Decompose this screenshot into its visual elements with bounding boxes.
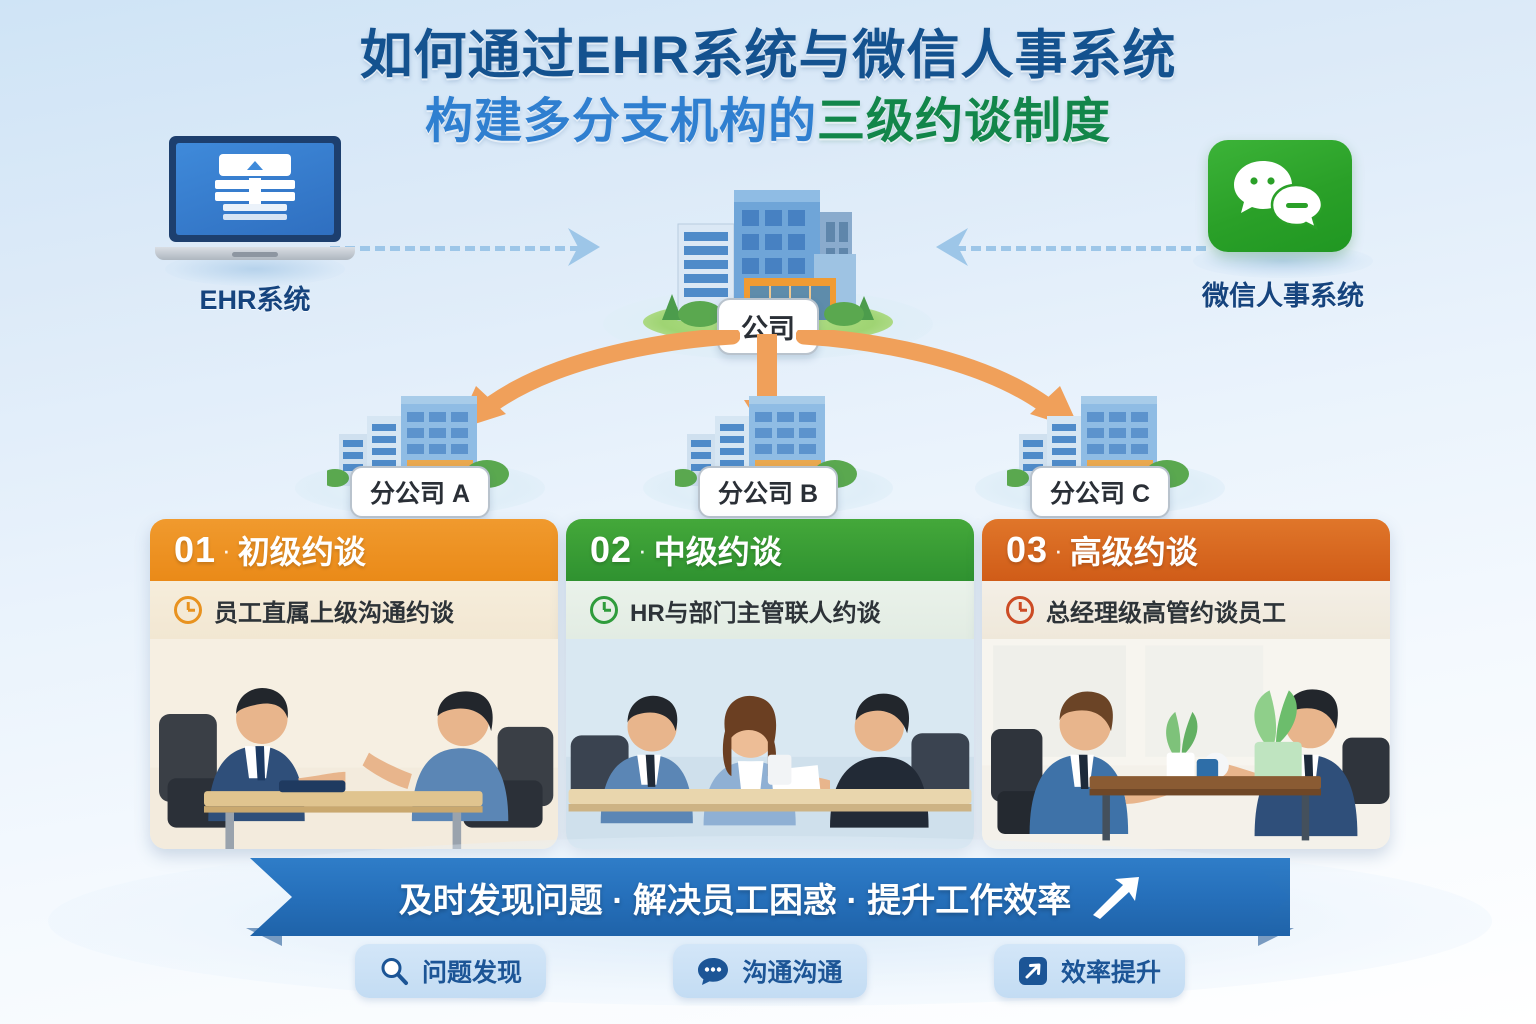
card-03-number: 03	[1006, 529, 1049, 570]
company-node[interactable]: 公司	[598, 176, 938, 366]
chat-bubbles-icon	[1234, 161, 1324, 231]
card-01-subtitle-row: 员工直属上级沟通约谈	[150, 581, 558, 639]
branch-a-label: 分公司 A	[349, 466, 491, 518]
chip-communication[interactable]: 沟通沟通	[673, 944, 867, 998]
source-node-ehr[interactable]: EHR系统	[130, 136, 380, 317]
branch-node-b[interactable]: 分公司 B	[633, 380, 903, 530]
clock-icon	[174, 596, 202, 624]
card-03-subtitle-row: 总经理级高管约谈员工	[982, 581, 1390, 639]
chat-bubble-icon	[698, 958, 729, 985]
branch-node-c[interactable]: 分公司 C	[965, 380, 1235, 530]
title-line-1: 如何通过EHR系统与微信人事系统	[359, 26, 1177, 85]
chip-problem-discovery[interactable]: 问题发现	[355, 944, 547, 998]
feature-chips: 问题发现 沟通沟通 效率提升	[355, 944, 1185, 998]
card-02-number: 02	[590, 529, 633, 570]
tier-card-03[interactable]: 03 · 高级约谈 总经理级高管约谈员工	[982, 519, 1390, 849]
ehr-label: EHR系统	[199, 285, 311, 315]
card-02-separator: ·	[638, 534, 647, 565]
card-03-subtitle: 总经理级高管约谈员工	[1046, 599, 1286, 627]
connector-arrow-left-icon	[936, 228, 968, 266]
card-03-separator: ·	[1054, 534, 1063, 565]
ribbon-label: 及时发现问题 · 解决员工困惑 · 提升工作效率	[398, 881, 1072, 920]
card-02-subtitle-row: HR与部门主管联人约谈	[566, 581, 974, 639]
tier-cards-container: 01 · 初级约谈 员工直属上级沟通约谈	[150, 519, 1390, 849]
wechat-icon	[1208, 140, 1358, 262]
trend-up-arrow-icon	[1093, 877, 1140, 919]
source-node-wechat[interactable]: 微信人事系统	[1158, 140, 1408, 313]
laptop-screen	[169, 136, 341, 242]
arrow-up-right-icon	[1018, 957, 1047, 985]
search-icon	[381, 958, 408, 985]
branch-c-label: 分公司 C	[1029, 466, 1171, 518]
title-line-2-blue: 构建多分支机构的	[424, 94, 817, 148]
laptop-trackpad	[232, 252, 278, 257]
card-01-subtitle: 员工直属上级沟通约谈	[214, 599, 454, 627]
three-people-meeting-illustration	[566, 639, 974, 849]
two-people-interview-illustration	[150, 639, 558, 849]
card-01-separator: ·	[222, 534, 231, 565]
chip-problem-discovery-label: 问题发现	[422, 959, 523, 987]
connector-ehr-to-company	[330, 246, 580, 251]
card-01-number: 01	[174, 529, 217, 570]
connector-wechat-to-company	[956, 246, 1206, 251]
title-line-2-green: 三级约谈制度	[817, 94, 1112, 148]
branch-b-label: 分公司 B	[697, 466, 839, 518]
connector-arrow-right-icon	[568, 228, 600, 266]
title-line-2: 构建多分支机构的三级约谈制度	[0, 91, 1536, 153]
card-01-title: 初级约谈	[237, 534, 366, 570]
card-03-header: 03 · 高级约谈	[982, 519, 1390, 581]
laptop-icon	[155, 136, 355, 266]
two-men-office-illustration	[982, 639, 1390, 849]
laptop-screen-inner	[176, 143, 334, 235]
card-02-title: 中级约谈	[653, 534, 782, 570]
chip-efficiency[interactable]: 效率提升	[993, 944, 1185, 998]
branch-node-a[interactable]: 分公司 A	[285, 380, 555, 530]
chip-communication-label: 沟通沟通	[742, 959, 843, 987]
summary-ribbon: 及时发现问题 · 解决员工困惑 · 提升工作效率	[246, 858, 1294, 946]
card-02-header: 02 · 中级约谈	[566, 519, 974, 581]
wechat-label: 微信人事系统	[1202, 281, 1364, 311]
card-03-title: 高级约谈	[1069, 534, 1198, 570]
tier-card-02[interactable]: 02 · 中级约谈 HR与部门主管联人约谈	[566, 519, 974, 849]
tier-card-01[interactable]: 01 · 初级约谈 员工直属上级沟通约谈	[150, 519, 558, 849]
clock-icon	[590, 596, 618, 624]
wechat-tile	[1208, 140, 1352, 252]
employee-record-icon	[215, 154, 295, 220]
clock-icon	[1006, 596, 1034, 624]
card-02-subtitle: HR与部门主管联人约谈	[630, 599, 881, 627]
card-01-header: 01 · 初级约谈	[150, 519, 558, 581]
page-title: 如何通过EHR系统与微信人事系统 构建多分支机构的三级约谈制度	[0, 26, 1536, 153]
chip-efficiency-label: 效率提升	[1060, 959, 1161, 987]
ribbon-content: 及时发现问题 · 解决员工困惑 · 提升工作效率	[250, 858, 1290, 936]
